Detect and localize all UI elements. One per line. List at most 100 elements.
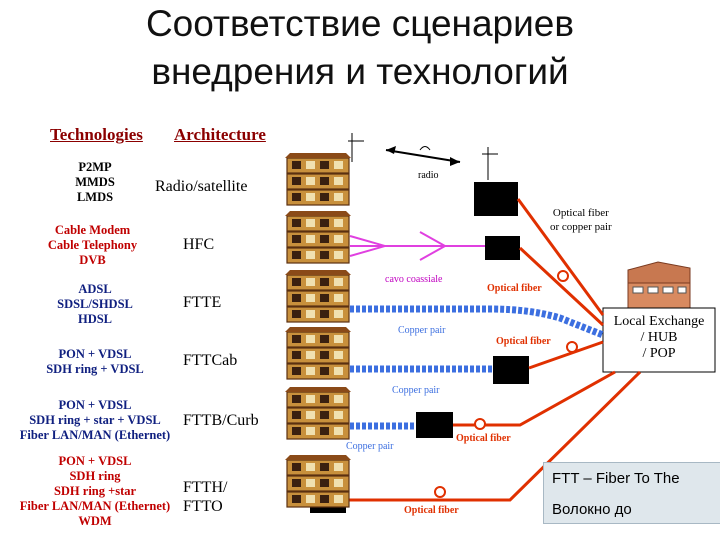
fiber-splice-2 [566, 341, 578, 353]
building-window [334, 278, 343, 286]
building-stack-icon [285, 270, 351, 323]
building-window [320, 235, 329, 243]
tech-item: PON + VDSL [58, 347, 132, 361]
tech-group-fttb: PON + VDSL SDH ring + star + VDSL Fiber … [10, 398, 180, 443]
tech-item: SDH ring + VDSL [46, 362, 144, 376]
building-window [292, 495, 301, 503]
building-window [320, 278, 329, 286]
tech-group-ftte: ADSL SDSL/SHDSL HDSL [40, 282, 150, 327]
tech-item: SDH ring + star + VDSL [29, 413, 161, 427]
building-stack-icon [285, 327, 351, 380]
tech-item: HDSL [77, 312, 113, 326]
building-floor [286, 189, 350, 206]
fiber-splice-3 [474, 418, 486, 430]
tech-item: LMDS [76, 190, 114, 204]
building-window [320, 367, 329, 375]
building-floor [286, 231, 350, 248]
building-window [292, 395, 301, 403]
building-window [306, 177, 315, 185]
building-window [320, 177, 329, 185]
fttb-node [416, 412, 453, 438]
building-floor [286, 306, 350, 323]
building-window [320, 411, 329, 419]
arch-ftth: FTTH/ [183, 479, 228, 496]
building-window [292, 294, 301, 302]
tech-item: Cable Telephony [47, 238, 138, 252]
building-window [306, 193, 315, 201]
coax-label: cavo coassiale [385, 274, 443, 285]
building-window [320, 251, 329, 259]
building-stacks [285, 153, 351, 508]
fiber-radio [516, 198, 605, 316]
building-floor [286, 347, 350, 364]
arch-radio-satellite: Radio/satellite [155, 178, 248, 195]
building-window [306, 251, 315, 259]
building-stack-icon [285, 153, 351, 206]
copper-ftte [350, 305, 605, 339]
building-window [334, 177, 343, 185]
tech-item: PON + VDSL [58, 454, 132, 468]
arch-ftto: FTTO [183, 498, 223, 515]
label-line: or copper pair [550, 221, 612, 233]
tech-item: Fiber LAN/MAN (Ethernet) [19, 499, 171, 513]
building-window [334, 294, 343, 302]
building-roof [285, 153, 351, 158]
radio-label: radio [418, 170, 439, 181]
architecture-header: Architecture [174, 125, 266, 144]
tech-item: MMDS [75, 175, 115, 189]
tech-item: P2MP [78, 160, 112, 174]
tech-item: DVB [79, 253, 106, 267]
building-window [334, 161, 343, 169]
building-window [320, 310, 329, 318]
building-window [306, 278, 315, 286]
building-window [306, 411, 315, 419]
arch-fttb-curb: FTTB/Curb [183, 412, 259, 429]
optical-fiber-label-3: Optical fiber [456, 433, 511, 444]
building-window [320, 351, 329, 359]
slide-title: Соответствие сценариев внедрения и техно… [0, 0, 720, 96]
technologies-header: Technologies [50, 125, 143, 144]
tech-item: SDSL/SHDSL [57, 297, 133, 311]
building-window [292, 193, 301, 201]
building-window [334, 335, 343, 343]
building-window [306, 463, 315, 471]
fiber-fttb [453, 370, 616, 427]
title-line-1: Соответствие сценариев [145, 3, 575, 44]
building-roof [285, 387, 351, 392]
arch-ftth-ftto: FTTH/ FTTO [183, 478, 227, 516]
building-window [334, 219, 343, 227]
local-exchange-building-icon [627, 261, 691, 309]
building-window [320, 463, 329, 471]
copper-pair-label-1: Copper pair [398, 325, 446, 336]
building-floor [286, 247, 350, 264]
tech-item: SDH ring +star [53, 484, 137, 498]
fiber-ftth [347, 370, 642, 502]
tech-item: WDM [78, 514, 112, 528]
building-window [320, 193, 329, 201]
tech-group-fttcab: PON + VDSL SDH ring + VDSL [35, 347, 155, 377]
tech-item: SDH ring [69, 469, 121, 483]
building-stack-icon [285, 211, 351, 264]
building-window [334, 193, 343, 201]
building-window [292, 161, 301, 169]
building-window [334, 235, 343, 243]
building-floor [286, 423, 350, 440]
building-window [292, 310, 301, 318]
building-window [292, 411, 301, 419]
building-window [306, 367, 315, 375]
building-floor [286, 363, 350, 380]
tech-group-radio: P2MP MMDS LMDS [60, 160, 130, 205]
building-window [306, 395, 315, 403]
building-roof [285, 211, 351, 216]
building-window [334, 479, 343, 487]
building-window [306, 310, 315, 318]
tech-group-hfc: Cable Modem Cable Telephony DVB [30, 223, 155, 268]
tech-item: Fiber LAN/MAN (Ethernet) [19, 428, 171, 442]
building-window [334, 251, 343, 259]
building-window [306, 235, 315, 243]
tech-group-ftth: PON + VDSL SDH ring SDH ring +star Fiber… [10, 454, 180, 529]
fiber-splice-1 [557, 270, 569, 282]
building-window [320, 495, 329, 503]
arch-ftte: FTTE [183, 294, 222, 311]
building-floor [286, 407, 350, 424]
